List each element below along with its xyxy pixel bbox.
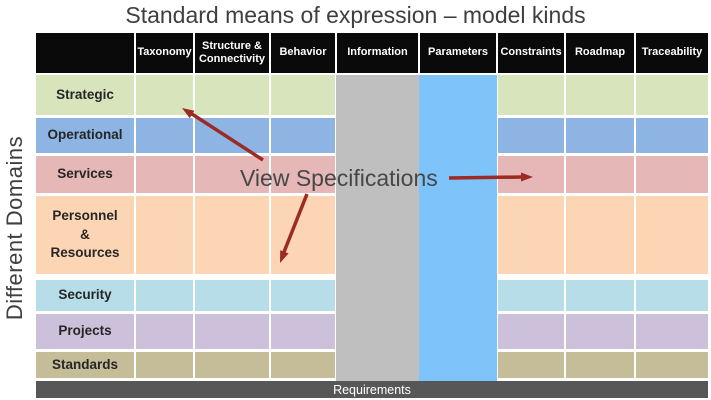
grid-cell	[195, 196, 269, 274]
grid-cell	[498, 352, 564, 378]
view-specifications-label: View Specifications	[240, 165, 438, 191]
grid-cell	[271, 352, 335, 378]
grid-cell	[271, 156, 335, 193]
grid-cell	[566, 352, 634, 378]
grid-cell	[136, 352, 193, 378]
header-corner-cell	[36, 33, 134, 73]
grid-cell	[195, 280, 269, 311]
grid-cell	[636, 352, 708, 378]
grid-cell	[566, 196, 634, 274]
grid-cell	[636, 196, 708, 274]
grid-cell	[195, 352, 269, 378]
grid-cell	[498, 280, 564, 311]
requirements-label: Requirements	[333, 382, 411, 397]
grid-cell	[636, 75, 708, 115]
grid-cell	[566, 156, 634, 193]
row-label-security: Security	[36, 280, 134, 311]
grid-cell	[271, 280, 335, 311]
grid-cell	[195, 75, 269, 115]
grid-cell	[195, 156, 269, 193]
row-label-services: Services	[36, 156, 134, 193]
row-label-personnel-resources: Personnel & Resources	[36, 196, 134, 274]
grid-cell	[195, 118, 269, 153]
column-header-roadmap: Roadmap	[566, 33, 634, 73]
grid-cell	[271, 314, 335, 349]
table-row-standards: Standards	[36, 352, 708, 378]
row-label-standards: Standards	[36, 352, 134, 378]
grid-cell	[498, 118, 564, 153]
column-header-taxonomy: Taxonomy	[136, 33, 193, 73]
grid-cell	[566, 75, 634, 115]
grid-cell	[636, 314, 708, 349]
information-column-overlay	[336, 75, 419, 381]
row-label-projects: Projects	[36, 314, 134, 349]
grid-cell	[136, 196, 193, 274]
grid-cell	[498, 156, 564, 193]
grid-cell	[271, 75, 335, 115]
column-header-constraints: Constraints	[498, 33, 564, 73]
model-kinds-matrix: Taxonomy Structure & Connectivity Behavi…	[36, 33, 708, 398]
grid-cell	[566, 118, 634, 153]
column-header-parameters: Parameters	[420, 33, 496, 73]
column-header-behavior: Behavior	[271, 33, 335, 73]
grid-cell	[498, 196, 564, 274]
column-header-traceability: Traceability	[636, 33, 708, 73]
grid-cell	[136, 314, 193, 349]
grid-cell	[498, 75, 564, 115]
table-header-row: Taxonomy Structure & Connectivity Behavi…	[36, 33, 708, 73]
column-header-information: Information	[337, 33, 418, 73]
grid-cell	[636, 118, 708, 153]
grid-cell	[566, 280, 634, 311]
grid-cell	[271, 118, 335, 153]
grid-cell	[136, 118, 193, 153]
grid-cell	[636, 280, 708, 311]
row-label-operational: Operational	[36, 118, 134, 153]
domains-axis-label: Different Domains	[2, 135, 27, 321]
grid-cell	[136, 75, 193, 115]
grid-cell	[271, 196, 335, 274]
grid-cell	[136, 156, 193, 193]
grid-cell	[636, 156, 708, 193]
page-title: Standard means of expression – model kin…	[125, 2, 586, 28]
grid-cell	[136, 280, 193, 311]
row-label-strategic: Strategic	[36, 75, 134, 115]
grid-cell	[566, 314, 634, 349]
column-header-structure-connectivity: Structure & Connectivity	[195, 33, 269, 73]
requirements-bar: Requirements	[36, 381, 708, 398]
grid-cell	[195, 314, 269, 349]
parameters-column-overlay	[419, 75, 497, 381]
grid-cell	[498, 314, 564, 349]
